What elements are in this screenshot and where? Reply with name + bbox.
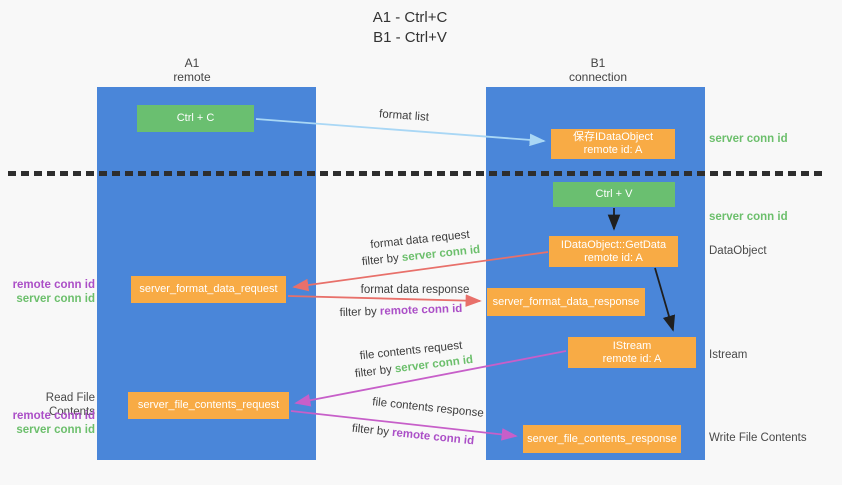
left-remote-conn-id-format: remote conn id <box>12 279 95 291</box>
istream-line1: IStream <box>612 339 652 352</box>
write-file-contents-label: Write File Contents <box>709 432 807 444</box>
file-contents-response-filter-label: filter by remote conn id <box>351 423 474 448</box>
title-line-1: A1 - Ctrl+C <box>372 9 448 26</box>
column-b-label: B1 <box>590 56 606 70</box>
istream-line2: remote id: A <box>602 352 662 365</box>
column-b-sublabel: connection <box>568 70 628 84</box>
right-server-conn-id-mid: server conn id <box>709 211 788 223</box>
server-file-contents-request-label: server_file_contents_request <box>137 399 280 411</box>
filter-by-text: filter by <box>361 252 403 269</box>
remote-conn-id-key: remote conn id <box>391 426 475 448</box>
server-file-contents-response-box: server_file_contents_response <box>523 425 681 453</box>
title-line-2: B1 - Ctrl+V <box>373 29 447 46</box>
server-format-data-request-box: server_format_data_request <box>131 276 286 303</box>
server-file-contents-request-box: server_file_contents_request <box>128 392 289 419</box>
save-idataobject-line1: 保存IDataObject <box>572 131 654 143</box>
getdata-line1: IDataObject::GetData <box>560 238 667 251</box>
ctrl-c-label: Ctrl + C <box>176 112 215 124</box>
save-idataobject-box: 保存IDataObject remote id: A <box>551 129 675 159</box>
dataobject-label: DataObject <box>709 245 767 257</box>
istream-side-label: Istream <box>709 349 748 361</box>
read-file-contents-label: Read File Contents <box>45 392 95 418</box>
column-a-label: A1 <box>184 56 200 70</box>
diagram-title: A1 - Ctrl+C B1 - Ctrl+V <box>310 8 510 48</box>
ctrl-v-box: Ctrl + V <box>553 182 675 207</box>
server-format-data-response-box: server_format_data_response <box>487 288 645 316</box>
ctrl-v-label: Ctrl + V <box>595 188 633 200</box>
column-a-sublabel: remote <box>173 70 211 84</box>
filter-by-text: filter by <box>354 363 396 381</box>
left-remote-conn-id-file: remote conn id <box>12 410 95 422</box>
server-format-data-request-label: server_format_data_request <box>139 283 278 295</box>
file-contents-response-label: file contents response <box>371 396 485 420</box>
filter-by-text: filter by <box>351 422 393 439</box>
format-data-response-filter-label: filter by remote conn id <box>339 303 462 319</box>
istream-box: IStream remote id: A <box>568 337 696 368</box>
idataobject-getdata-box: IDataObject::GetData remote id: A <box>549 236 678 267</box>
server-file-contents-response-label: server_file_contents_response <box>527 432 677 445</box>
column-header-a1: A1 remote <box>132 56 252 84</box>
format-data-response-label: format data response <box>360 284 470 296</box>
save-idataobject-line2: remote id: A <box>583 144 643 156</box>
ctrl-c-box: Ctrl + C <box>137 105 254 132</box>
server-conn-id-key: server conn id <box>401 243 481 264</box>
filter-by-text: filter by <box>339 305 381 320</box>
column-header-b1: B1 connection <box>538 56 658 84</box>
right-server-conn-id-top: server conn id <box>709 133 788 145</box>
remote-conn-id-key: remote conn id <box>379 302 463 318</box>
format-list-label: format list <box>378 108 430 124</box>
getdata-line2: remote id: A <box>584 251 643 264</box>
left-server-conn-id-format: server conn id <box>16 293 95 305</box>
format-data-response-arrow <box>287 294 482 307</box>
left-server-conn-id-file: server conn id <box>16 424 95 436</box>
server-format-data-response-label: server_format_data_response <box>492 295 640 308</box>
machine-boundary-dotted-line <box>8 171 823 176</box>
